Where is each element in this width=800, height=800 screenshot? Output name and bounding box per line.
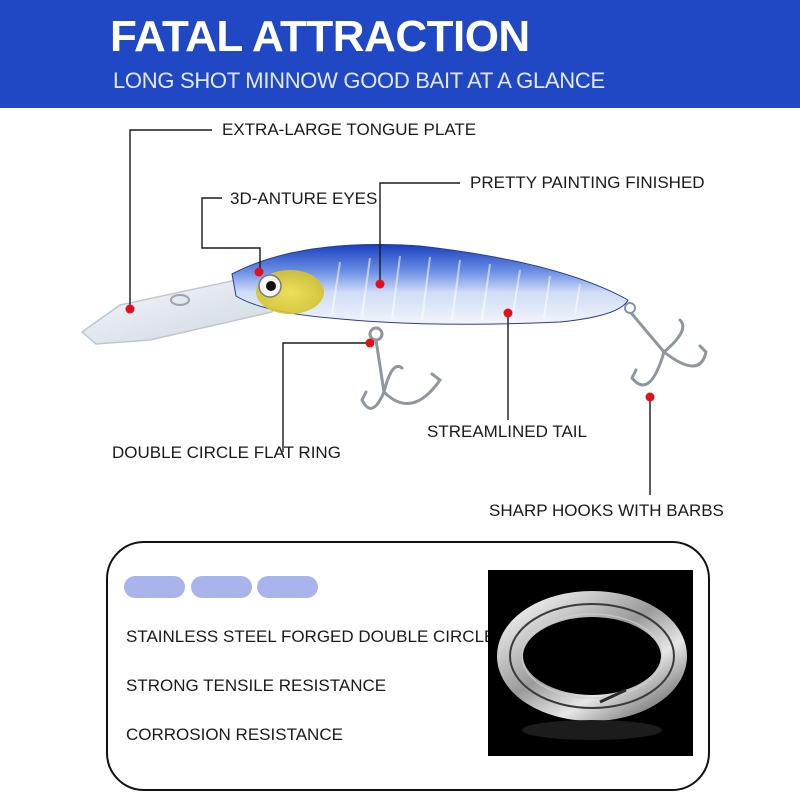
tail-eyelet xyxy=(624,302,636,314)
callout-painting: PRETTY PAINTING FINISHED xyxy=(470,173,705,192)
lure-diagram xyxy=(80,129,708,495)
lure-body xyxy=(231,244,629,325)
feature-item: STAINLESS STEEL FORGED DOUBLE CIRCLE xyxy=(126,627,496,646)
callout-ring: DOUBLE CIRCLE FLAT RING xyxy=(112,443,341,462)
leader-painting xyxy=(379,182,460,284)
callout-tail: STREAMLINED TAIL xyxy=(427,422,587,441)
callout-tongue-plate: EXTRA-LARGE TONGUE PLATE xyxy=(222,120,477,139)
callout-hooks: SHARP HOOKS WITH BARBS xyxy=(489,501,724,520)
page-subtitle: LONG SHOT MINNOW GOOD BAIT AT A GLANCE xyxy=(113,68,605,93)
feature-item: CORROSION RESISTANCE xyxy=(126,725,343,744)
leader-tongue-plate xyxy=(129,129,212,308)
marker-eyes xyxy=(254,267,264,277)
feature-item: STRONG TENSILE RESISTANCE xyxy=(126,676,387,695)
rear-treble-hook xyxy=(630,312,708,387)
leader-ring xyxy=(282,342,370,452)
marker-hooks xyxy=(645,392,655,402)
marker-ring xyxy=(365,338,375,348)
decor-pill xyxy=(124,576,185,598)
page-title: FATAL ATTRACTION xyxy=(110,12,530,61)
decor-pill xyxy=(257,576,318,598)
header-banner: FATAL ATTRACTION LONG SHOT MINNOW GOOD B… xyxy=(0,0,800,108)
front-treble-hook xyxy=(360,326,443,410)
split-ring-icon xyxy=(497,591,687,740)
callout-eyes: 3D-ANTURE EYES xyxy=(230,189,378,208)
decor-pill xyxy=(191,576,252,598)
leader-eyes xyxy=(201,197,261,270)
body-stripes xyxy=(331,255,581,321)
marker-tail xyxy=(503,308,513,318)
split-ring-photo xyxy=(488,570,693,756)
marker-painting xyxy=(375,279,385,289)
line-tie-ring xyxy=(170,294,190,306)
marker-tongue-plate xyxy=(125,304,135,314)
